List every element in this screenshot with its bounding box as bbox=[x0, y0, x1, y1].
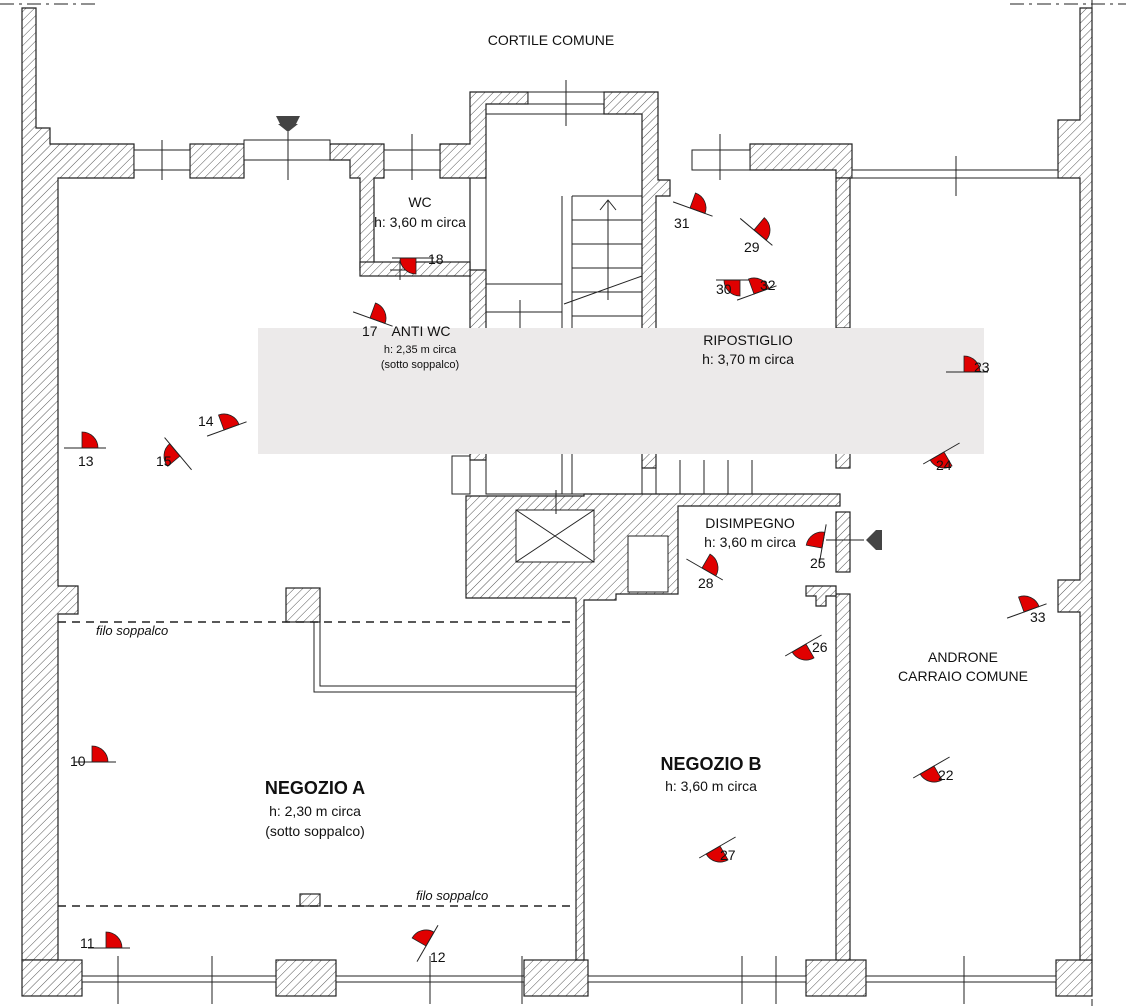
camera-view-icon bbox=[369, 302, 387, 324]
marker-number: 14 bbox=[198, 413, 214, 429]
marker-number: 27 bbox=[720, 847, 736, 863]
photo-marker-15: 15 bbox=[156, 437, 192, 471]
marker-baseline bbox=[784, 634, 822, 657]
marker-number: 12 bbox=[430, 949, 446, 965]
hall-height: h: 3,60 m circa bbox=[704, 534, 796, 550]
marker-number: 25 bbox=[810, 555, 826, 571]
photo-marker-10: 10 bbox=[70, 745, 116, 769]
photo-marker-14: 14 bbox=[198, 413, 247, 437]
androne-label-1: ANDRONE bbox=[928, 649, 998, 665]
marker-number: 22 bbox=[938, 767, 954, 783]
photo-marker-30: 30 bbox=[716, 279, 758, 297]
marker-baseline bbox=[416, 924, 439, 962]
marker-number: 11 bbox=[80, 935, 95, 951]
photo-marker-11: 11 bbox=[80, 931, 130, 951]
photo-marker-23: 23 bbox=[946, 355, 990, 375]
marker-number: 24 bbox=[936, 457, 952, 473]
shop-a-height: h: 2,30 m circa bbox=[269, 803, 361, 819]
marker-number: 18 bbox=[428, 251, 444, 267]
marker-number: 13 bbox=[78, 453, 94, 469]
marker-number: 23 bbox=[974, 359, 990, 375]
androne-label-2: CARRAIO COMUNE bbox=[898, 668, 1028, 684]
marker-number: 28 bbox=[698, 575, 714, 591]
marker-baseline bbox=[206, 421, 247, 437]
marker-number: 17 bbox=[362, 323, 378, 339]
camera-view-icon bbox=[753, 217, 771, 241]
mezzanine-label-1: filo soppalco bbox=[96, 623, 168, 638]
room-labels: CORTILE COMUNE WC h: 3,60 m circa ANTI W… bbox=[96, 32, 1028, 903]
entrance-arrow-icon bbox=[866, 530, 882, 550]
camera-view-icon bbox=[701, 553, 719, 577]
opening-ticks bbox=[117, 80, 965, 1004]
camera-view-icon bbox=[105, 931, 123, 949]
photo-marker-13: 13 bbox=[64, 431, 106, 469]
antiwc-title: ANTI WC bbox=[391, 323, 450, 339]
wc-height: h: 3,60 m circa bbox=[374, 214, 466, 230]
photo-marker-22: 22 bbox=[912, 756, 954, 783]
shop-a-title: NEGOZIO A bbox=[265, 778, 365, 798]
camera-view-icon bbox=[81, 431, 99, 449]
photo-marker-31: 31 bbox=[672, 192, 713, 231]
marker-number: 29 bbox=[744, 239, 760, 255]
storage-height: h: 3,70 m circa bbox=[702, 351, 794, 367]
antiwc-note: (sotto soppalco) bbox=[381, 359, 459, 371]
photo-markers: 10 11 12 13 14 15 17 18 22 23 24 25 26 27 28 29 30 31 32 33 bbox=[64, 192, 1047, 965]
marker-baseline bbox=[912, 756, 950, 779]
camera-view-icon bbox=[689, 192, 707, 214]
wc-title: WC bbox=[408, 194, 431, 210]
marker-number: 15 bbox=[156, 453, 172, 469]
photo-marker-25: 25 bbox=[805, 524, 827, 571]
marker-baseline bbox=[739, 218, 773, 246]
marker-baseline bbox=[736, 285, 777, 301]
photo-marker-27: 27 bbox=[698, 836, 736, 863]
marker-baseline bbox=[698, 836, 736, 859]
mezzanine-lines bbox=[58, 621, 576, 907]
marker-baseline bbox=[686, 558, 724, 581]
marker-number: 30 bbox=[716, 281, 732, 297]
marker-baseline bbox=[922, 442, 960, 465]
storage-title: RIPOSTIGLIO bbox=[703, 332, 793, 348]
marker-number: 32 bbox=[760, 277, 776, 293]
photo-marker-28: 28 bbox=[686, 553, 724, 591]
camera-view-icon bbox=[218, 413, 240, 431]
shop-b-title: NEGOZIO B bbox=[660, 754, 761, 774]
photo-marker-26: 26 bbox=[784, 634, 828, 661]
marker-baseline bbox=[164, 437, 192, 471]
hall-title: DISIMPEGNO bbox=[705, 515, 795, 531]
camera-view-icon bbox=[411, 929, 435, 947]
photo-marker-24: 24 bbox=[922, 442, 960, 473]
photo-marker-17: 17 bbox=[352, 302, 393, 339]
courtyard-label: CORTILE COMUNE bbox=[488, 32, 615, 48]
photo-marker-29: 29 bbox=[739, 217, 773, 255]
photo-marker-18: 18 bbox=[392, 251, 444, 275]
redacted-area bbox=[258, 328, 984, 454]
marker-baseline bbox=[1006, 603, 1047, 619]
photo-marker-32: 32 bbox=[736, 277, 777, 301]
marker-number: 33 bbox=[1030, 609, 1046, 625]
photo-marker-12: 12 bbox=[411, 924, 446, 965]
marker-baseline bbox=[672, 201, 713, 217]
marker-number: 26 bbox=[812, 639, 828, 655]
marker-number: 10 bbox=[70, 753, 86, 769]
marker-number: 31 bbox=[674, 215, 690, 231]
outer-walls bbox=[21, 7, 1093, 997]
photo-marker-33: 33 bbox=[1006, 595, 1047, 625]
shop-b-height: h: 3,60 m circa bbox=[665, 778, 757, 794]
shop-a-note: (sotto soppalco) bbox=[265, 823, 365, 839]
marker-baseline bbox=[352, 311, 393, 327]
marker-baseline bbox=[818, 524, 827, 566]
mezzanine-label-2: filo soppalco bbox=[416, 888, 488, 903]
antiwc-height: h: 2,35 m circa bbox=[384, 344, 457, 356]
camera-view-icon bbox=[791, 643, 815, 661]
camera-view-icon bbox=[91, 745, 109, 763]
entrance-arrow-icon bbox=[276, 116, 300, 132]
